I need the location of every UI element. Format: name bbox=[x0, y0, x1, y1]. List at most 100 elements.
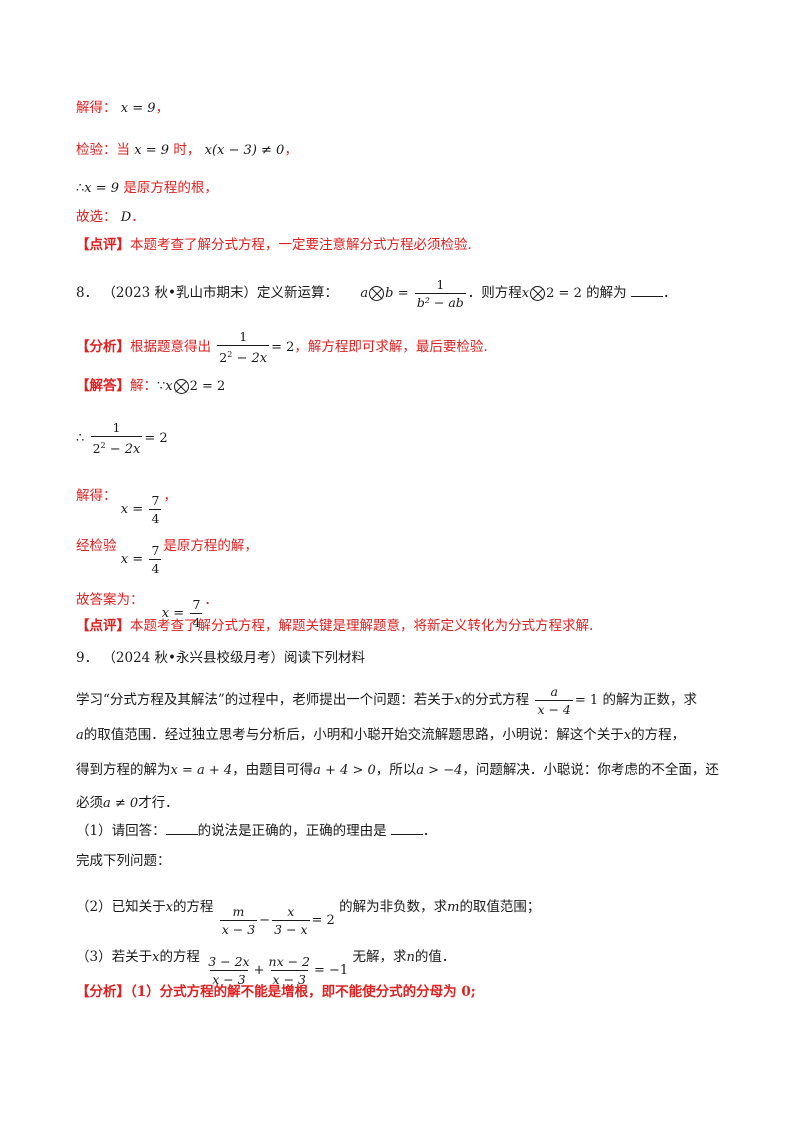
question-text: 的解为非负数，求 bbox=[339, 899, 448, 915]
label: 是原方程的解， bbox=[163, 538, 258, 554]
math-expr: = 2 bbox=[271, 340, 295, 355]
p9-q1-line: （1）请回答： 的说法是正确的，正确的理由是 ． bbox=[76, 820, 436, 841]
label: 阅读下列材料 bbox=[284, 650, 366, 666]
denominator: 4 bbox=[149, 509, 162, 526]
paragraph-text: 的方程， bbox=[631, 727, 686, 743]
p9-para-line-2: a的取值范围．经过独立思考与分析后，小明和小聪开始交流解题思路，小明说：解这个关… bbox=[76, 727, 686, 743]
p7-jiede-line: 解得： x = 9， bbox=[76, 98, 169, 119]
comment-tag: 【点评】 bbox=[76, 618, 130, 634]
label: 的解为 bbox=[586, 285, 627, 301]
label: ．则方程 bbox=[467, 285, 522, 301]
question-text: （3）若关于 bbox=[76, 949, 153, 965]
label: 时， bbox=[173, 142, 201, 158]
math-expr: x = 9 bbox=[120, 101, 156, 116]
label: 解得： bbox=[76, 100, 117, 116]
analysis-text: （1）分式方程的解不能是增根，即不能使分式的分母为 0; bbox=[130, 984, 476, 1000]
question-text: （1）请回答： bbox=[76, 823, 166, 839]
den-exponent: 2 bbox=[100, 440, 106, 450]
answer-blank-1[interactable] bbox=[165, 820, 198, 835]
paragraph-text: 才行． bbox=[138, 795, 179, 811]
math-expr: 2 = 2 bbox=[189, 379, 226, 394]
paragraph-text: 的解为正数，求 bbox=[602, 692, 697, 708]
p9-q2-line: （2）已知关于x的方程 m x − 3 − x 3 − x = 2 的解为非负数… bbox=[76, 899, 541, 937]
p9-para-line-3: 得到方程的解为x = a + 4，由题目可得a + 4 > 0，所以a > −4… bbox=[76, 760, 719, 781]
p8-step-line: ∴ 1 22 − 2x = 2 bbox=[76, 418, 168, 458]
question-text: 无解，求 bbox=[352, 949, 407, 965]
numerator: nx − 2 bbox=[268, 954, 311, 969]
operator: + bbox=[253, 963, 265, 978]
instruction-text: 完成下列问题： bbox=[76, 853, 171, 869]
denominator: x − 3 bbox=[270, 970, 308, 987]
p9-q3-line: （3）若关于x的方程 3 − 2x x − 3 + nx − 2 x − 3 =… bbox=[76, 949, 456, 987]
paragraph-text: 的取值范围．经过独立思考与分析后，小明和小聪开始交流解题思路，小明说：解这个关于 bbox=[83, 727, 624, 743]
question-text: 的说法是正确的，正确的理由是 bbox=[197, 823, 387, 839]
punct: ， bbox=[163, 488, 177, 504]
math-expr: = 1 bbox=[574, 693, 599, 708]
numerator: x bbox=[287, 904, 295, 919]
punct: ． bbox=[131, 209, 145, 225]
den-rest: − 2x bbox=[105, 442, 141, 458]
p8-jiede-line: 解得： x = 7 4 ， bbox=[76, 466, 177, 526]
math-expr: x = 9 bbox=[134, 143, 170, 158]
question-text: 的取值范围； bbox=[459, 899, 541, 915]
paragraph-text: ，问题解决．小聪说：你考虑的不全面，还 bbox=[462, 762, 719, 778]
math-expr: 2 = 2 bbox=[546, 286, 582, 301]
question-text: 的方程 bbox=[159, 949, 200, 965]
math-expr: x = a + 4 bbox=[170, 763, 233, 778]
otimes-symbol bbox=[173, 379, 189, 394]
math-var: a bbox=[360, 286, 369, 301]
question-text: 的值． bbox=[414, 949, 456, 965]
answer-blank[interactable] bbox=[630, 282, 663, 297]
math-var: b bbox=[385, 286, 394, 301]
den-base: 2 bbox=[219, 350, 228, 366]
p7-comment-line: 【点评】本题考查了解分式方程，一定要注意解分式方程必须检验. bbox=[76, 235, 472, 255]
numerator: a bbox=[550, 684, 558, 699]
label: 是原方程的根， bbox=[123, 180, 218, 196]
den-base: 2 bbox=[92, 441, 101, 457]
math-expr: x = 9 bbox=[84, 181, 120, 196]
paragraph-text: ，由题目可得 bbox=[232, 762, 314, 778]
label: 定义新运算： bbox=[257, 285, 339, 301]
q3-fraction-1: 3 − 2x x − 3 bbox=[206, 954, 251, 987]
p7-check-line: 检验：当 x = 9 时， x(x − 3) ≠ 0， bbox=[76, 140, 298, 161]
punct: ． bbox=[422, 823, 437, 839]
numerator: 1 bbox=[112, 419, 121, 435]
p9-para-line-4: 必须a ≠ 0才行． bbox=[76, 793, 179, 814]
punct: ， bbox=[284, 142, 298, 158]
operator: − bbox=[259, 913, 271, 928]
problem-number: 9． bbox=[76, 650, 99, 666]
den-exponent: 2 bbox=[227, 349, 233, 359]
math-expr: a + 4 > 0 bbox=[313, 763, 376, 778]
paragraph-text: 的分式方程 bbox=[461, 692, 530, 708]
p9-para-line-1: 学习“分式方程及其解法”的过程中，老师提出一个问题：若关于x的分式方程 a x … bbox=[76, 684, 697, 717]
punct: ． bbox=[204, 592, 218, 608]
para-fraction: a x − 4 bbox=[535, 684, 573, 717]
label: 经检验 bbox=[76, 538, 117, 554]
seven-fourths: 7 4 bbox=[190, 597, 203, 630]
denominator: x − 4 bbox=[535, 700, 573, 717]
answer-blank-2[interactable] bbox=[390, 820, 423, 835]
comment-text: 本题考查了解分式方程，解题关键是理解题意，将新定义转化为分式方程求解. bbox=[130, 618, 594, 634]
p9-complete-line: 完成下列问题： bbox=[76, 851, 171, 871]
math-var: n bbox=[406, 950, 415, 965]
problem-source: （2023 秋•乳山市期末） bbox=[102, 285, 258, 301]
solution-tag: 【解答】 bbox=[76, 378, 130, 394]
p8-verify-line: 经检验 x = 7 4 是原方程的解， bbox=[76, 516, 258, 576]
q3-fraction-2: nx − 2 x − 3 bbox=[267, 954, 312, 987]
math-expr: = 2 bbox=[144, 431, 168, 446]
math-expr: a ≠ 0 bbox=[103, 796, 139, 811]
analysis-fraction: 1 22 − 2x bbox=[217, 329, 270, 366]
label: 故答案为： bbox=[76, 592, 144, 608]
p7-answer-line: 故选： D． bbox=[76, 207, 145, 228]
otimes-symbol bbox=[530, 286, 546, 301]
denominator: 4 bbox=[190, 613, 203, 630]
numerator: 3 − 2x bbox=[208, 954, 250, 969]
paragraph-text: 学习“分式方程及其解法”的过程中，老师提出一个问题：若关于 bbox=[76, 692, 455, 708]
numerator: 7 bbox=[151, 493, 160, 508]
label: 解得： bbox=[76, 488, 117, 504]
math-expr: = 2 bbox=[311, 913, 335, 928]
solution-text: 解： bbox=[130, 378, 157, 394]
therefore-symbol: ∴ bbox=[76, 181, 85, 196]
